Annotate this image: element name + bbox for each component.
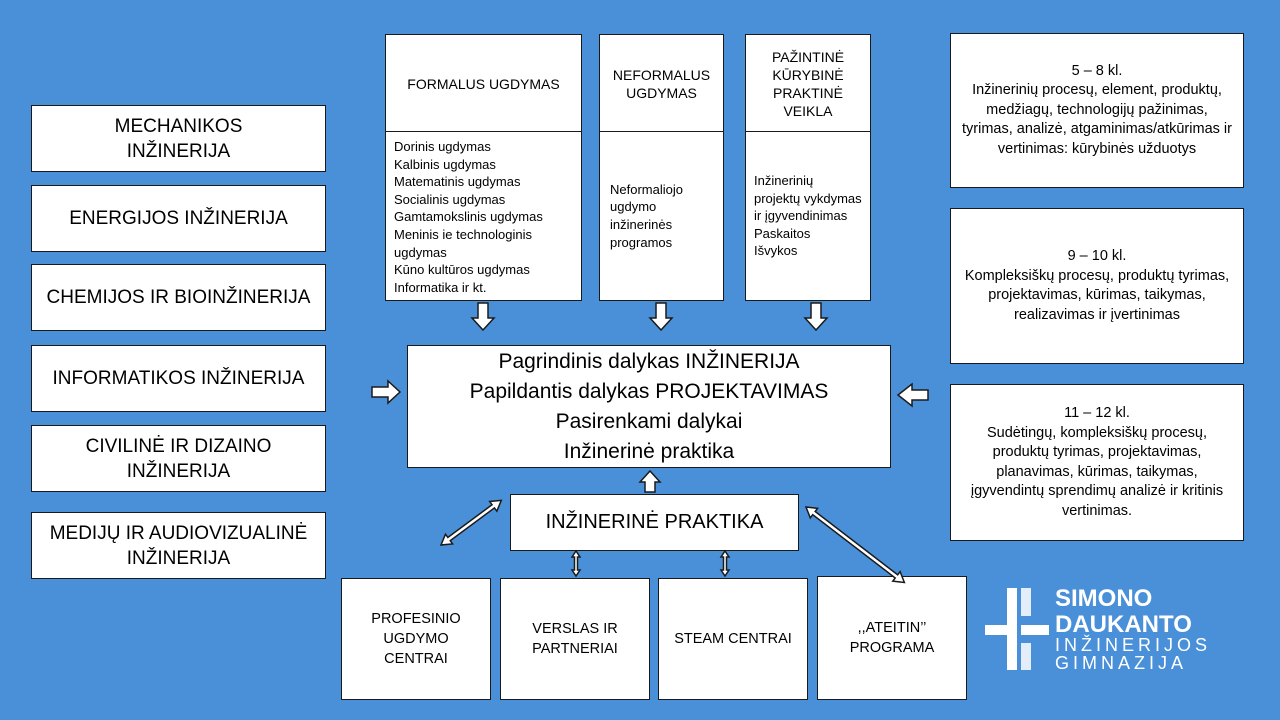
partner-label: VERSLAS IR PARTNERIAI [532,621,618,657]
field-energy-engineering: ENERGIJOS INŽINERIJA [31,185,326,252]
practice-title: INŽINERINĖ PRAKTIKA [545,511,764,533]
grade-description: Kompleksiškų procesų, produktų tyrimas, … [964,267,1230,323]
partner-label: ,,ATEITIN’’ PROGRAMA [849,620,935,656]
logo-line: DAUKANTO [1055,611,1192,638]
engineering-practice-box: INŽINERINĖ PRAKTIKA [510,494,799,551]
double-arrow-icon [570,549,582,578]
field-label: ENERGIJOS INŽINERIJA [69,208,288,229]
field-label: MEDIJŲ IR AUDIOVIZUALINĖ INŽINERIJA [49,522,308,569]
creative-activity-header: PAŽINTINĖ KŪRYBINĖ PRAKTINĖ VEIKLA [745,34,871,133]
list-item: Kalbinis ugdymas [394,156,496,172]
list-item: Dorinis ugdymas [394,139,491,154]
formal-education-header: FORMALUS UGDYMAS [385,34,582,133]
list-item: Neformaliojo ugdymo inžinerinės programo… [610,181,683,250]
grade-description: Sudėtingų, kompleksiškų procesų, produkt… [970,424,1224,519]
field-media-audiovisual-engineering: MEDIJŲ IR AUDIOVIZUALINĖ INŽINERIJA [31,512,326,579]
left-arrow-icon [896,382,929,408]
down-arrow-icon [470,302,496,332]
field-civil-design-engineering: CIVILINĖ IR DIZAINO INŽINERIJA [31,425,326,492]
main-subject-line: Pagrindinis dalykas INŽINERIJA [498,349,800,373]
field-mechanical-engineering: MECHANIKOS INŽINERIJA [31,105,326,172]
double-arrow-icon [439,499,503,546]
main-subject-line: Pasirenkami dalykai [555,409,743,433]
logo-title: SIMONO DAUKANTO [1055,586,1192,638]
grade-box-11-12: 11 – 12 kl. Sudėtingų, kompleksiškų proc… [950,384,1244,541]
double-arrow-icon [804,506,906,584]
nonformal-education-list: Neformaliojo ugdymo inžinerinės programo… [599,131,724,301]
field-label: CIVILINĖ IR DIZAINO INŽINERIJA [85,435,272,482]
grade-label: 11 – 12 kl. [1064,405,1130,421]
partner-steam-centers: STEAM CENTRAI [658,578,808,700]
list-item: Meninis ie technologinis ugdymas [394,226,533,260]
list-item: Paskaitos [754,225,811,241]
list-item: Informatika ir kt. [394,279,487,295]
logo-line: SIMONO [1055,585,1153,612]
list-item: Matematinis ugdymas [394,174,521,190]
logo-line: INŽINERIJOS [1055,635,1212,655]
list-item: Gamtamokslinis ugdymas [394,209,543,225]
field-label: MECHANIKOS INŽINERIJA [114,115,243,162]
grade-description: Inžinerinių procesų, element, produktų, … [962,82,1232,157]
main-subjects-box: Pagrindinis dalykas INŽINERIJA Papildant… [407,345,891,468]
field-informatics-engineering: INFORMATIKOS INŽINERIJA [31,345,326,412]
grade-box-9-10: 9 – 10 kl. Kompleksiškų procesų, produkt… [950,208,1244,364]
main-subject-line: Inžinerinė praktika [563,439,735,463]
down-arrow-icon [648,302,674,332]
down-arrow-icon [803,302,829,332]
nonformal-education-header: NEFORMALUS UGDYMAS [599,34,724,133]
partner-label: PROFESINIO UGDYMO CENTRAI [371,611,461,667]
grade-label: 9 – 10 kl. [1067,248,1127,264]
list-item: Kūno kultūros ugdymas [394,262,530,278]
logo-subtitle: INŽINERIJOS GIMNAZIJA [1055,636,1211,672]
grade-label: 5 – 8 kl. [1071,62,1123,79]
main-subject-line: Papildantis dalykas PROJEKTAVIMAS [469,379,829,403]
up-arrow-icon [638,469,662,493]
partner-vocational-centers: PROFESINIO UGDYMO CENTRAI [341,578,491,700]
column-title: FORMALUS UGDYMAS [407,75,560,92]
list-item: Socialinis ugdymas [394,191,506,207]
double-arrow-icon [719,549,731,578]
right-arrow-icon [371,379,402,405]
partner-label: STEAM CENTRAI [674,631,792,647]
list-item: Inžinerinių projektų vykdymas ir įgyvend… [754,173,862,224]
logo-line: GIMNAZIJA [1055,653,1188,673]
formal-education-list: Dorinis ugdymas Kalbinis ugdymas Matemat… [385,131,582,301]
column-title: NEFORMALUS UGDYMAS [612,66,711,101]
field-label: CHEMIJOS IR BIOINŽINERIJA [46,287,311,308]
partner-ateitin-program: ,,ATEITIN’’ PROGRAMA [817,576,967,700]
creative-activity-list: Inžinerinių projektų vykdymas ir įgyvend… [745,131,871,301]
grade-box-5-8: 5 – 8 kl. Inžinerinių procesų, element, … [950,33,1244,188]
partner-business: VERSLAS IR PARTNERIAI [500,578,650,700]
column-title: PAŽINTINĖ KŪRYBINĖ PRAKTINĖ VEIKLA [771,48,845,119]
field-chemistry-bioengineering: CHEMIJOS IR BIOINŽINERIJA [31,264,326,331]
field-label: INFORMATIKOS INŽINERIJA [52,368,305,389]
list-item: Išvykos [754,243,798,259]
school-logo-icon [985,588,1049,670]
